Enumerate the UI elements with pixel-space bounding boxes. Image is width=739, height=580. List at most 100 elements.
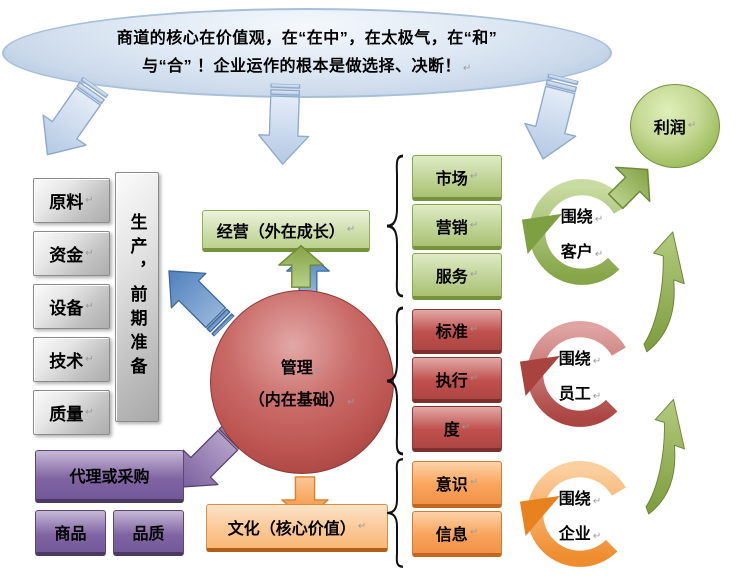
banner-ellipse: 商道的核心在价值观，在“在中”，在太极气，在“和” 与“合” ！企业运作的根本是… [2,8,612,98]
return-mark-icon: ↵ [594,248,604,260]
culture-label: 文化（核心价值） [227,520,356,538]
return-mark-icon: ↵ [469,170,479,182]
management-circle: 管理↵ （内在基础）↵ [210,290,394,474]
customer-ring-text: 围绕↵ 客户↵ [520,170,644,294]
return-mark-icon: ↵ [85,300,94,312]
return-mark-icon: ↵ [314,365,324,376]
return-mark-icon: ↵ [461,421,471,433]
box-label: 度 [443,421,460,439]
ring-line-text: 围绕 [558,350,591,368]
ring-line-text: 客户 [560,243,593,261]
banner-line1: 商道的核心在价值观，在“在中”，在太极气，在“和” [116,30,498,47]
return-mark-icon: ↵ [346,397,356,408]
box-label: 服务 [435,269,468,286]
ring-line-text: 围绕 [558,490,591,508]
ring-line-text: 员工 [558,385,591,403]
box-label: 设备 [49,299,84,318]
customer-box-marketing: 营销↵ [412,204,502,250]
return-mark-icon: ↵ [592,390,602,402]
return-mark-icon: ↵ [85,194,94,206]
employee-box-degree: 度↵ [412,406,502,452]
profit-circle: 利润↵ [630,84,720,168]
ring-line-text: 围绕 [560,208,593,226]
box-label: 标准 [435,324,468,341]
ring-line: 员工↵ [559,380,601,404]
box-label: 技术 [49,352,84,371]
procurement-main-box: 代理或采购 [35,450,184,503]
procurement-goods-box: 商品 [35,510,106,556]
return-mark-icon: ↵ [594,213,604,225]
input-box-raw-material: 原料↵ [33,178,110,223]
box-label: 市场 [435,170,468,188]
production-stage-box: 生产，前期准备 [115,172,159,422]
box-label: 商品 [54,525,87,543]
box-label: 执行 [435,372,468,390]
return-mark-icon: ↵ [463,63,472,74]
management-line1: 管理↵ [281,354,323,378]
return-mark-icon: ↵ [469,477,479,488]
banner-line2-text: 与“合” ！企业运作的根本是做选择、决断！ [142,58,462,75]
box-label: 意识 [435,477,468,494]
procurement-quality-box: 品质 [113,510,184,556]
ring-line: 围绕↵ [559,345,601,369]
brace-enterprise-group-icon [385,458,405,568]
profit-label: 利润 [653,120,686,137]
management-line2-text: （内在基础） [248,392,345,409]
return-mark-icon: ↵ [592,530,602,542]
employee-box-execution: 执行↵ [412,357,502,403]
return-mark-icon: ↵ [592,355,602,367]
return-mark-icon: ↵ [687,120,697,131]
swoosh-up-arrow-bottom-icon [645,399,685,515]
banner-down-arrow-right-icon [516,70,590,167]
employee-box-standard: 标准↵ [412,309,502,354]
up-arrow-double-icon [277,243,331,294]
box-label: 营销 [435,219,468,237]
banner-line2: 与“合” ！企业运作的根本是做选择、决断！↵ [142,53,472,81]
ring-line: 围绕↵ [561,203,603,227]
production-stage-label: 生产，前期准备 [127,213,147,381]
return-mark-icon: ↵ [346,223,356,235]
enterprise-ring-arrow-icon [519,461,626,567]
management-line1-text: 管理 [280,360,313,377]
employee-ring-arrow-icon [519,321,626,427]
input-box-quality: 质量↵ [33,390,110,435]
return-mark-icon: ↵ [85,353,94,365]
brace-customer-group-icon [385,154,405,298]
box-label: 信息 [435,526,468,544]
ring-line-text: 企业 [558,525,591,543]
return-mark-icon: ↵ [469,269,479,280]
return-mark-icon: ↵ [469,526,479,538]
employee-ring-text: 围绕↵ 员工↵ [518,312,642,436]
customer-box-service: 服务↵ [412,253,502,300]
return-mark-icon: ↵ [469,372,479,384]
box-label: 质量 [49,405,84,424]
input-box-capital: 资金↵ [33,231,110,276]
customer-box-market: 市场↵ [412,155,502,201]
management-line2: （内在基础）↵ [249,386,355,410]
box-label: 品质 [132,525,165,543]
return-mark-icon: ↵ [85,406,94,418]
procurement-main-label: 代理或采购 [69,469,150,486]
operation-box: 经营（外在成长）↵ [202,210,370,252]
return-mark-icon: ↵ [592,495,602,507]
ring-line: 企业↵ [559,520,601,544]
box-label: 原料 [49,193,84,212]
up-arrow-green-icon [278,244,324,288]
ring-line: 围绕↵ [559,485,601,509]
ring-line: 客户↵ [561,238,603,262]
operation-label: 经营（外在成长） [216,223,345,241]
return-mark-icon: ↵ [469,219,479,231]
banner-down-arrow-middle-icon [256,82,312,166]
input-box-technology: 技术↵ [33,337,110,382]
swoosh-up-arrow-top-icon [643,231,685,353]
input-box-equipment: 设备↵ [33,284,110,329]
enterprise-ring-text: 围绕↵ 企业↵ [518,452,642,576]
return-mark-icon: ↵ [85,247,94,259]
enterprise-box-information: 信息↵ [412,511,502,557]
box-label: 资金 [49,246,84,265]
enterprise-box-awareness: 意识↵ [412,461,502,508]
return-mark-icon: ↵ [469,324,479,335]
customer-ring-arrow-icon [521,179,628,285]
culture-box: 文化（核心价值）↵ [206,504,388,552]
